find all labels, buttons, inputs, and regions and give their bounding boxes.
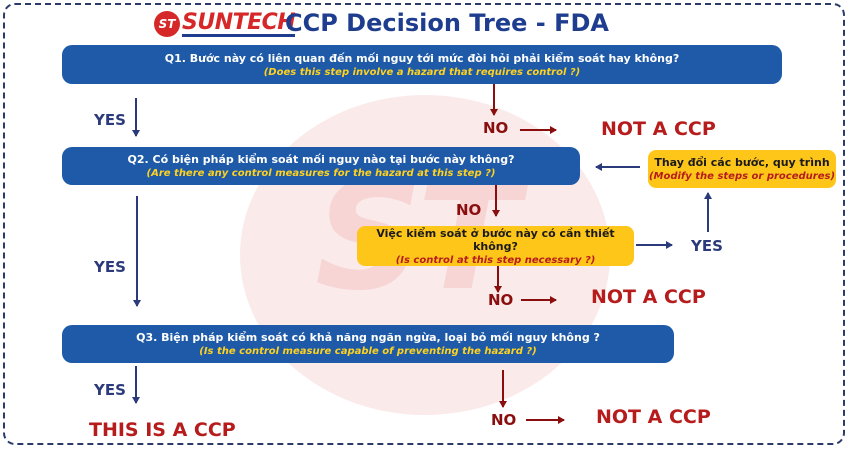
q1-no-label: NO: [483, 119, 509, 137]
q3-text-en: (Is the control measure capable of preve…: [199, 346, 537, 357]
modify-text-vi: Thay đổi các bước, quy trình: [654, 156, 830, 169]
q1-text-en: (Does this step involve a hazard that re…: [263, 66, 581, 78]
q2b-text-vi: Việc kiểm soát ở bước này có cần thiết k…: [376, 226, 615, 253]
logo-name: SUNTECH: [182, 9, 296, 37]
modify-text-en: (Modify the steps or procedures): [648, 171, 836, 182]
q3-no-label: NO: [491, 411, 517, 429]
q2b-text-en: (Is control at this step necessary ?): [395, 254, 596, 266]
q2-text-en: (Are there any control measures for the …: [146, 168, 496, 179]
not-ccp-outcome-2: NOT A CCP: [591, 286, 706, 308]
q2-yes-label: YES: [94, 258, 126, 276]
q3-text-vi: Q3. Biện pháp kiểm soát có khả năng ngăn…: [136, 331, 600, 344]
q1-yes-label: YES: [94, 111, 126, 129]
is-ccp-outcome: THIS IS A CCP: [89, 419, 236, 441]
not-ccp-outcome-1: NOT A CCP: [601, 118, 716, 140]
not-ccp-outcome-3: NOT A CCP: [596, 406, 711, 428]
page-title: CCP Decision Tree - FDA: [285, 9, 609, 37]
q3-box: Q3. Biện pháp kiểm soát có khả năng ngăn…: [62, 325, 674, 363]
q2b-no-label: NO: [488, 291, 514, 309]
q1-box: Q1. Bước này có liên quan đến mối nguy t…: [62, 45, 782, 84]
q2-box: Q2. Có biện pháp kiểm soát mối nguy nào …: [62, 147, 580, 185]
modify-box: Thay đổi các bước, quy trình (Modify the…: [648, 150, 836, 188]
q2-no-label: NO: [456, 201, 482, 219]
q2b-box: Việc kiểm soát ở bước này có cần thiết k…: [357, 226, 634, 266]
suntech-logo: ST SUNTECH: [154, 9, 296, 37]
q1-text-vi: Q1. Bước này có liên quan đến mối nguy t…: [164, 51, 680, 65]
q3-yes-label: YES: [94, 381, 126, 399]
logo-badge: ST: [154, 11, 180, 37]
q2b-yes-label: YES: [691, 237, 723, 255]
page-frame: [3, 3, 845, 445]
q2-text-vi: Q2. Có biện pháp kiểm soát mối nguy nào …: [127, 153, 515, 166]
